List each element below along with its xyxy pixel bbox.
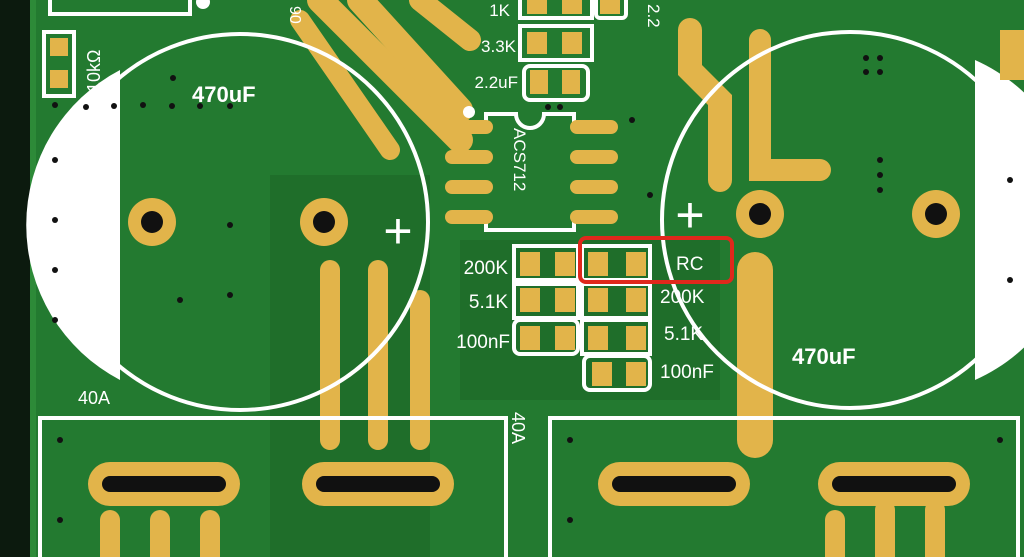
fuse-left: 40A 40A xyxy=(38,388,528,557)
left-100nf-label: 100nF xyxy=(456,332,510,353)
r-3-3k-label: 3.3K xyxy=(481,37,517,56)
r-10k-label: 10kΩ xyxy=(84,50,104,92)
cap-left-label: 470uF xyxy=(192,82,256,107)
fuse-right xyxy=(548,416,1020,557)
cap-right-label: 470uF xyxy=(792,344,856,369)
right-5-1k-label: 5.1K xyxy=(664,324,703,345)
top-90-label: 90 xyxy=(286,6,303,24)
fuse-mid-label: 40A xyxy=(508,412,528,444)
left-5-1k-label: 5.1K xyxy=(469,292,508,313)
capacitor-left: + 470uF xyxy=(26,32,430,412)
vias xyxy=(52,55,1013,523)
polarity-plus-left: + xyxy=(383,203,412,259)
ic-label: ACS712 xyxy=(510,128,529,191)
right-100nf-label: 100nF xyxy=(660,362,714,383)
rc-filter-components: 200K 5.1K 100nF RC 200K 5.1K 100nF xyxy=(456,236,734,392)
fuse-left-label: 40A xyxy=(78,388,110,408)
capacitor-right: + 470uF xyxy=(660,30,1024,410)
board-edge xyxy=(0,0,30,557)
left-200k-label: 200K xyxy=(464,258,509,279)
rc-highlight-box xyxy=(578,236,734,284)
connector-pad xyxy=(1000,30,1024,80)
r-1k-label: 1K xyxy=(489,1,510,20)
c-2-2uf-label: 2.2uF xyxy=(475,73,518,92)
right-200k-label: 200K xyxy=(660,287,705,308)
polarity-plus-right: + xyxy=(675,187,704,243)
top-right-22-label: 2.2 xyxy=(644,4,663,28)
top-components: 1K 3.3K 2.2uF 2.2 xyxy=(475,0,663,102)
rc-label: RC xyxy=(676,254,703,275)
ic-acs712: ACS712 xyxy=(445,106,618,232)
copper-traces xyxy=(100,0,945,557)
